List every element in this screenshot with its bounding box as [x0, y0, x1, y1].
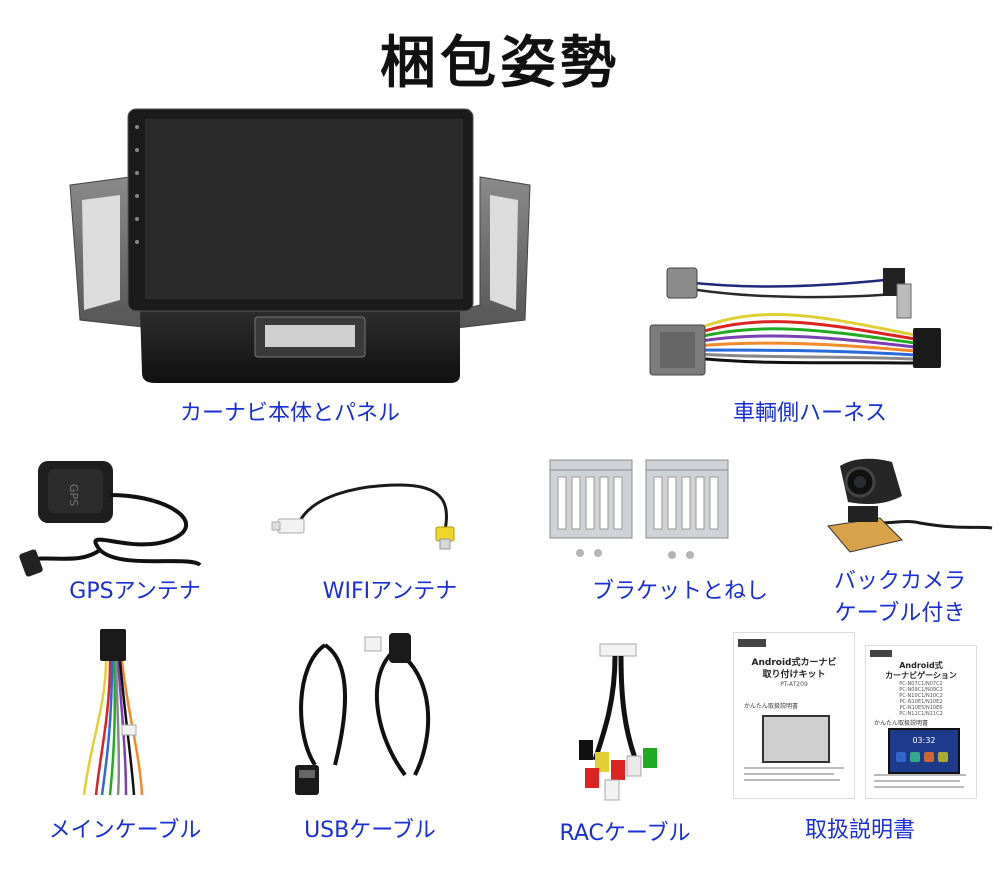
manual-left-code: PT-AT209 [780, 681, 808, 688]
backup-camera-label: バックカメラ ケーブル付き [815, 566, 985, 630]
wifi-antenna-label: WIFIアンテナ [322, 579, 458, 604]
vehicle-harness-image [649, 267, 941, 376]
wifi-antenna-image [271, 483, 455, 550]
manual-right-model-4: PC-N10E1/N10E2 [899, 699, 943, 705]
manual-left-line1: Android式カーナビ [751, 658, 837, 668]
manual-label: 取扱説明書 [804, 818, 915, 843]
manual-right-model-6: PC-N11C1/N11C2 [899, 711, 943, 717]
manual-right-line2: カーナビゲーション [885, 671, 957, 680]
manual-left-line2: 取り付けキット [762, 670, 826, 680]
car-nav-unit-label: カーナビ本体とパネル [179, 401, 400, 426]
manual-right-model-5: PC-N10E5/N10E6 [899, 705, 943, 711]
manual-right-line1: Android式 [899, 661, 943, 670]
brackets-screws-label: ブラケットとねし [591, 579, 768, 604]
main-cable-image [82, 629, 144, 796]
manual-right-screen: 03:32 [888, 728, 960, 774]
usb-cable-image [295, 633, 431, 795]
manual-right-sub: かんたん取扱説明書 [874, 720, 929, 727]
car-nav-unit-image [69, 108, 531, 383]
backup-camera-image [827, 458, 993, 553]
manual-right-screen-time: 03:32 [912, 736, 936, 745]
gps-antenna-image: GPS [19, 461, 202, 577]
page-title: 梱包姿勢 [380, 31, 620, 96]
rac-cable-image [579, 643, 657, 801]
usb-cable-label: USBケーブル [304, 818, 436, 843]
manual-right-model-3: PC-N10C1/N10C2 [899, 693, 943, 699]
manual-right-model-2: PC-N09C1/N09C2 [899, 687, 943, 693]
brackets-screws-image [549, 459, 729, 559]
main-cable-label: メインケーブル [48, 818, 202, 843]
backup-camera-label-line1: バックカメラ [833, 569, 966, 594]
rac-cable-label: RACケーブル [559, 821, 691, 846]
manual-left-sub: かんたん取扱説明書 [744, 703, 799, 710]
vehicle-harness-label: 車輌側ハーネス [732, 401, 887, 426]
manual-right: Android式 カーナビゲーション PC-N07C1/N07C2 PC-N09… [865, 645, 977, 799]
manual-left: Android式カーナビ 取り付けキット PT-AT209 かんたん取扱説明書 [733, 632, 855, 799]
svg-text:GPS: GPS [67, 484, 80, 506]
backup-camera-label-line2: ケーブル付き [834, 601, 966, 626]
gps-antenna-label: GPSアンテナ [69, 579, 201, 604]
manual-left-photo [762, 715, 830, 763]
manual-right-model-1: PC-N07C1/N07C2 [899, 681, 943, 687]
